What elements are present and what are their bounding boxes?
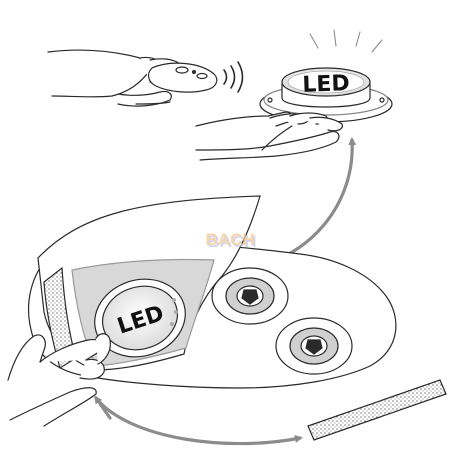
hand-holding-light bbox=[195, 111, 343, 161]
screw-socket-icon bbox=[275, 317, 353, 375]
arrow-tape-start bbox=[94, 395, 112, 420]
adhesive-tape-icon bbox=[307, 379, 447, 441]
watermark-shadow: BACH bbox=[207, 232, 256, 251]
led-puck-light-icon: LED bbox=[94, 278, 186, 358]
led-puck-light-icon: LED bbox=[259, 67, 393, 123]
screw-socket-icon bbox=[211, 267, 289, 325]
wireless-signal-icon bbox=[223, 61, 244, 93]
led-label-top: LED bbox=[302, 71, 350, 98]
watermark-text: BACH bbox=[205, 230, 254, 249]
hand-peeling-sheet bbox=[7, 333, 111, 427]
watermark: BACH BACH bbox=[205, 230, 256, 251]
light-rays bbox=[309, 29, 383, 53]
remote-control-icon bbox=[147, 62, 218, 93]
arrow-tape-to-strip bbox=[94, 396, 303, 446]
